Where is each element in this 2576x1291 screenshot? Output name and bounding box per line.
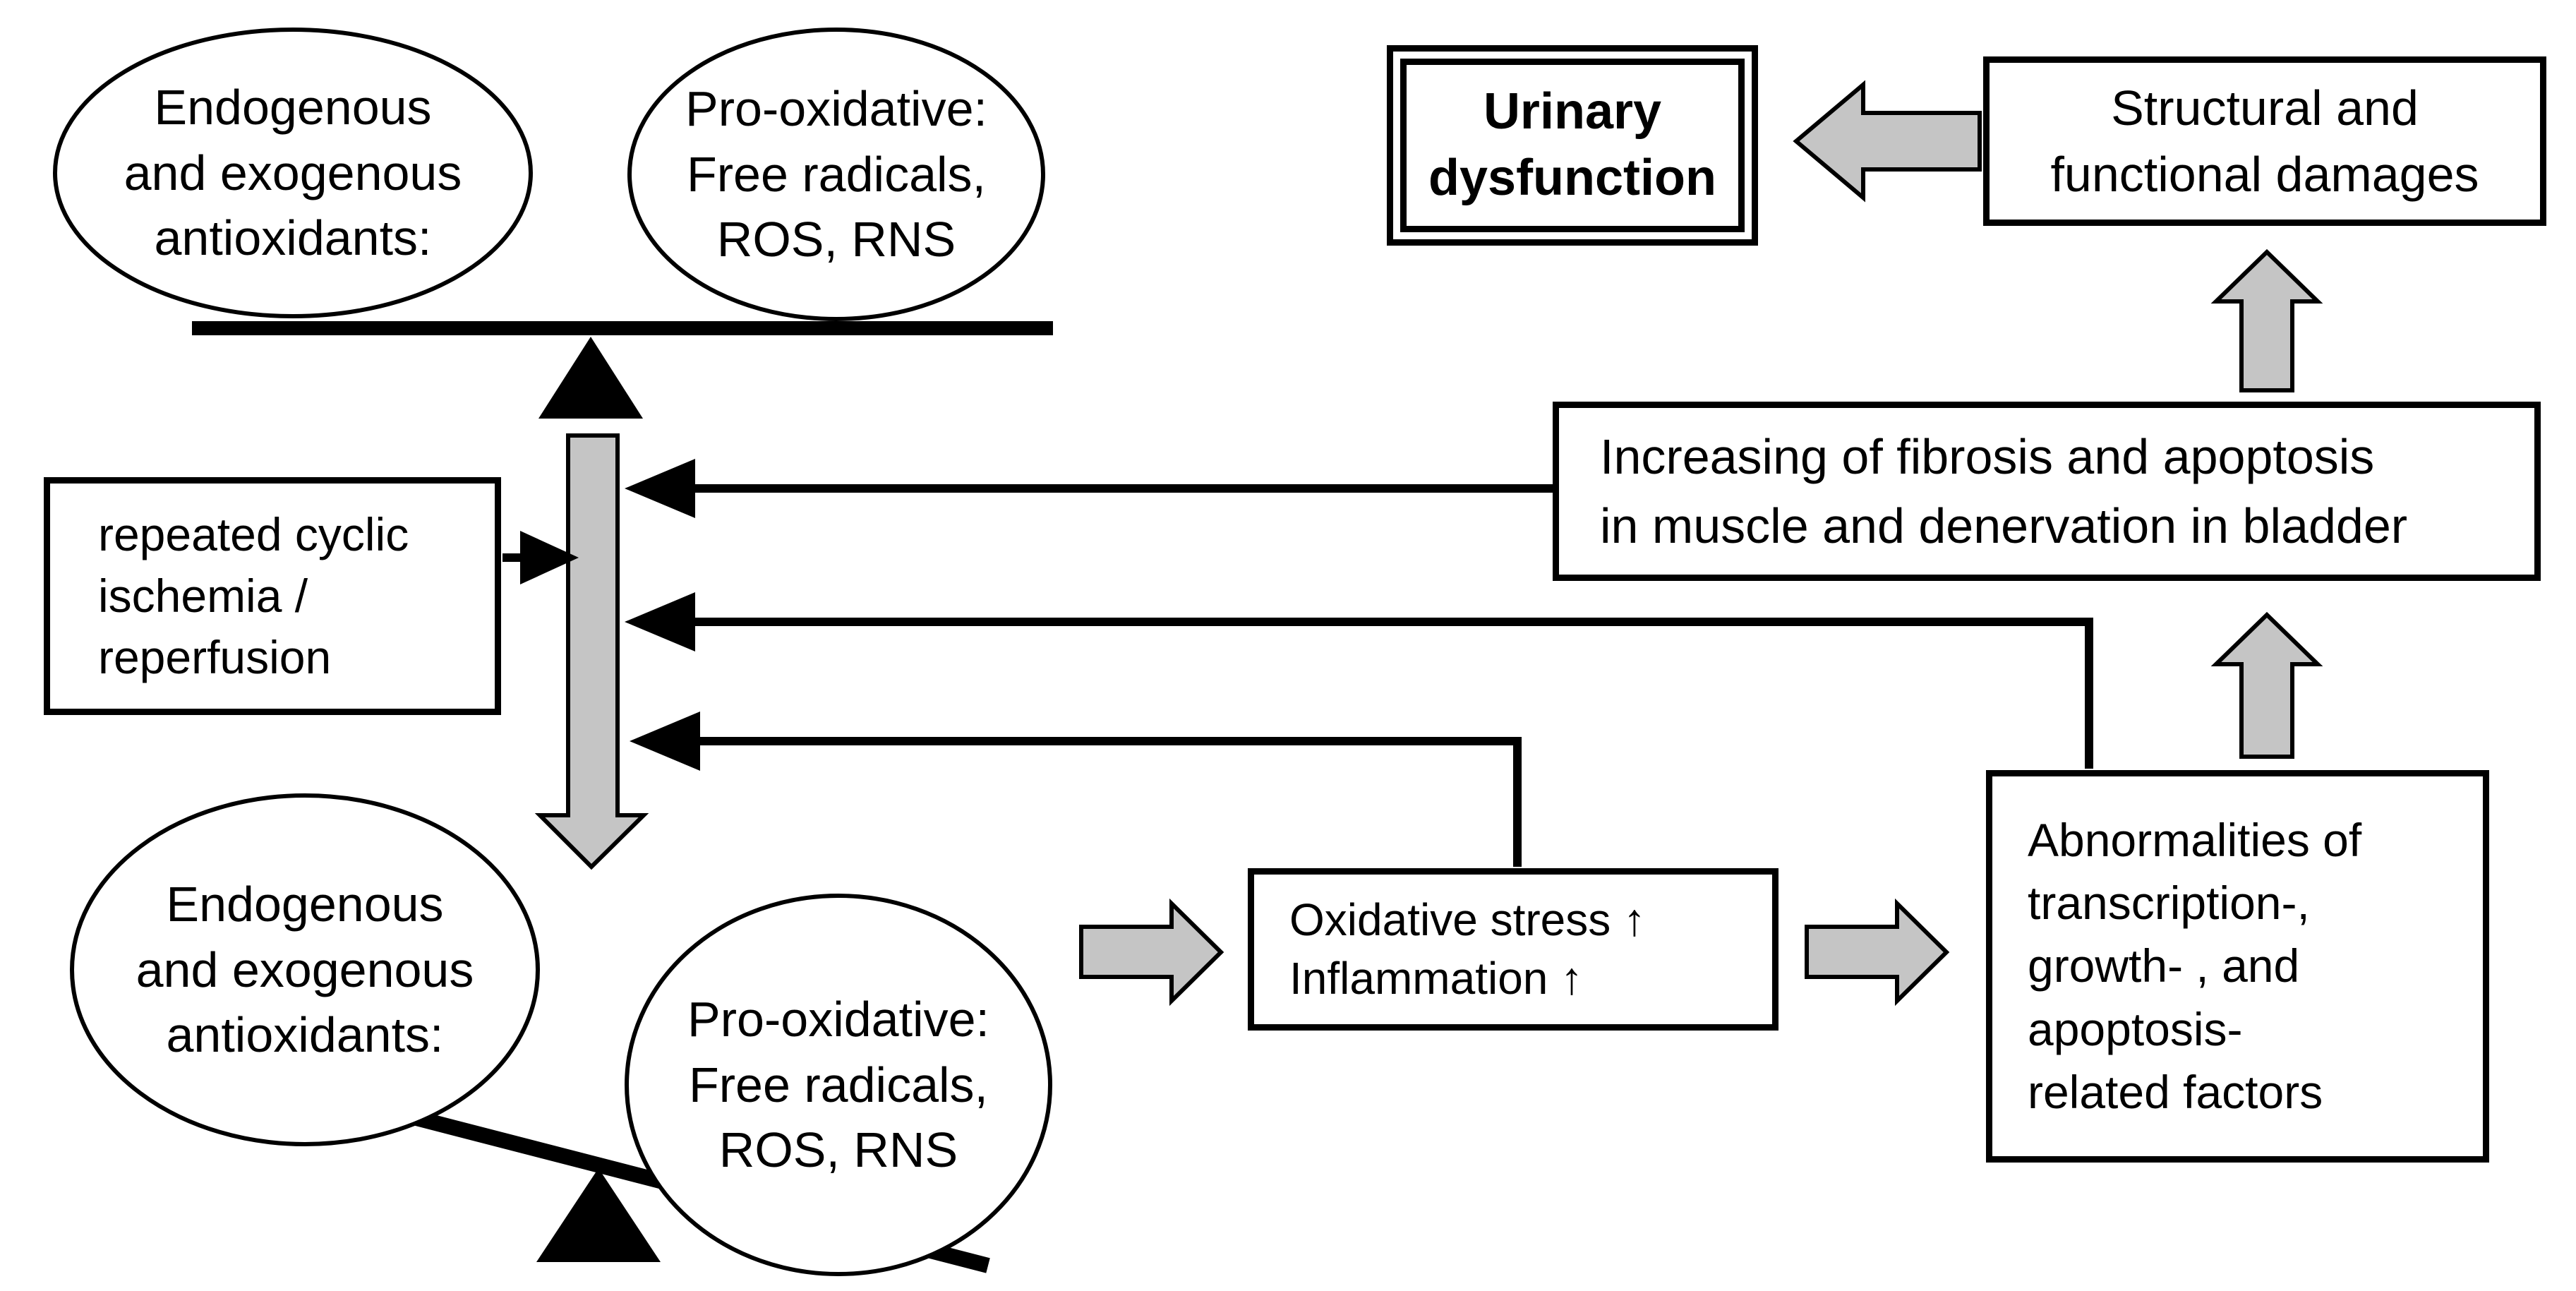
structural-damages-box: Structural and functional damages bbox=[1983, 56, 2546, 226]
top-antioxidants-ellipse bbox=[53, 28, 533, 318]
ischemia-arrowhead-icon bbox=[520, 531, 579, 584]
fibrosis-label: Increasing of fibrosis and apoptosis in … bbox=[1600, 429, 2408, 553]
left-block-arrow-to-urinary-icon bbox=[1793, 80, 1982, 203]
repeated-ischemia-box: repeated cyclic ischemia / reperfusion bbox=[44, 477, 501, 715]
top-pro-oxidative-ellipse bbox=[627, 28, 1045, 321]
oxidative-stress-label: Oxidative stress ↑ Inflammation ↑ bbox=[1289, 894, 1647, 1004]
bottom-antioxidants-label: Endogenous and exogenous antioxidants: bbox=[136, 877, 474, 1063]
abnormalities-box: Abnormalities of transcription-, growth-… bbox=[1986, 770, 2489, 1163]
bottom-pro-oxidative-label: Pro-oxidative: Free radicals, ROS, RNS bbox=[687, 992, 989, 1178]
up-block-arrow-to-fibrosis-icon bbox=[2210, 611, 2323, 759]
bottom-balance-fulcrum-triangle bbox=[536, 1168, 661, 1262]
feedback-arrowhead-oxidative-icon bbox=[630, 711, 700, 771]
down-block-arrow-icon bbox=[534, 433, 649, 870]
top-balance-fulcrum-triangle bbox=[538, 337, 643, 419]
urinary-dysfunction-box-inner: Urinary dysfunction bbox=[1400, 59, 1745, 232]
top-antioxidants-label: Endogenous and exogenous antioxidants: bbox=[124, 80, 462, 266]
structural-damages-label: Structural and functional damages bbox=[2050, 80, 2479, 203]
abnormalities-label: Abnormalities of transcription-, growth-… bbox=[2028, 814, 2362, 1118]
feedback-arrowhead-fibrosis-icon bbox=[625, 459, 695, 518]
right-block-arrow-to-abnormalities-icon bbox=[1805, 898, 1950, 1007]
right-block-arrow-to-oxidative-icon bbox=[1079, 898, 1224, 1007]
repeated-ischemia-label: repeated cyclic ischemia / reperfusion bbox=[98, 508, 409, 684]
feedback-arrowhead-abnormalities-icon bbox=[625, 592, 695, 651]
top-balance-beam bbox=[192, 321, 1053, 335]
feedback-line-oxidative bbox=[695, 737, 1522, 867]
oxidative-stress-box: Oxidative stress ↑ Inflammation ↑ bbox=[1248, 868, 1778, 1031]
bottom-antioxidants-ellipse bbox=[70, 793, 540, 1146]
bottom-pro-oxidative-ellipse bbox=[625, 894, 1052, 1276]
top-pro-oxidative-label: Pro-oxidative: Free radicals, ROS, RNS bbox=[685, 81, 987, 268]
up-block-arrow-to-structural-icon bbox=[2210, 248, 2323, 392]
fibrosis-box: Increasing of fibrosis and apoptosis in … bbox=[1553, 402, 2541, 581]
urinary-dysfunction-box: Urinary dysfunction bbox=[1387, 45, 1758, 246]
urinary-dysfunction-label: Urinary dysfunction bbox=[1428, 83, 1716, 206]
feedback-line-abnormalities bbox=[690, 618, 2093, 769]
